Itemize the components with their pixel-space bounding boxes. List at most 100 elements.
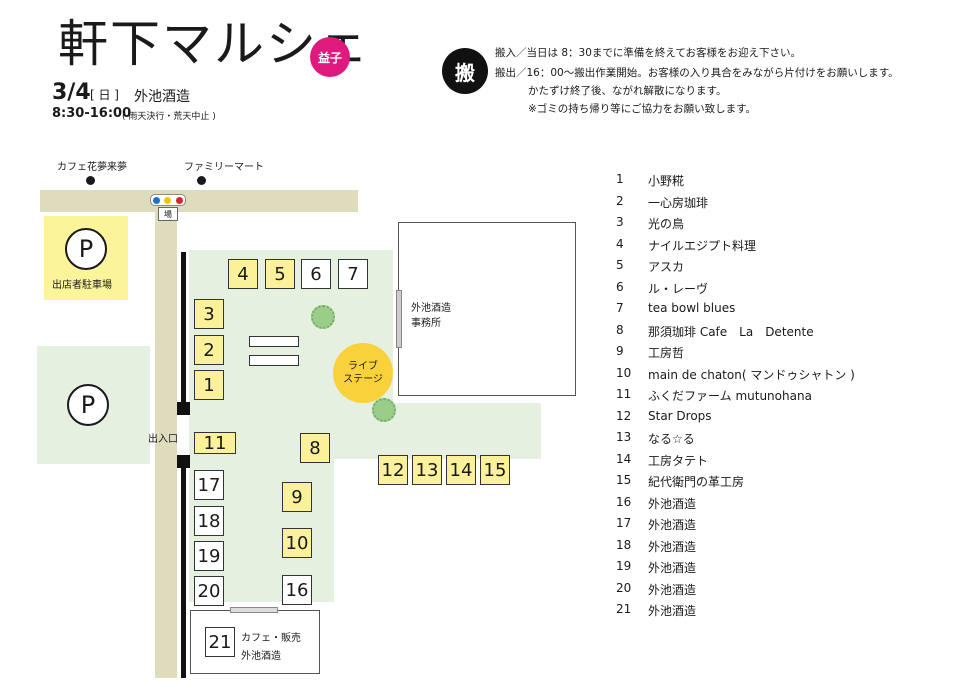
booth-9: 9: [282, 482, 312, 512]
vendor-number: 16: [616, 494, 632, 509]
traffic-signal-icon: [150, 194, 186, 206]
road-vertical: [155, 190, 177, 678]
signal-label: 場: [158, 207, 178, 221]
vendor-name: 外池酒造: [648, 561, 697, 575]
familymart-label: ファミリーマート: [184, 162, 264, 173]
booth-12: 12: [378, 455, 408, 485]
wall-upper: [181, 252, 186, 410]
stage-label-line2: ステージ: [343, 374, 383, 385]
exhibitor-parking-label: 出店者駐車場: [52, 280, 112, 291]
vendor-number: 3: [616, 215, 624, 229]
booth-2: 2: [194, 335, 224, 365]
cafe-building: 21 カフェ・販売 外池酒造: [190, 610, 320, 674]
stage-label-line1: ライブ: [348, 361, 378, 372]
vendor-number: 5: [616, 258, 624, 272]
booth-19: 19: [194, 541, 224, 571]
booth-1: 1: [194, 370, 224, 400]
booth-8: 8: [300, 433, 330, 463]
entrance-label: 出入口: [148, 434, 178, 445]
vendor-name: 外池酒造: [648, 518, 697, 532]
booth-21: 21: [205, 627, 235, 657]
vendor-number: 11: [616, 387, 632, 401]
event-time: 8:30-16:00: [52, 106, 132, 121]
event-time-note: ( 雨天決行・荒天中止 ): [122, 112, 216, 122]
notice-icon: 搬: [442, 48, 488, 94]
vendor-name: 那須珈琲 Cafe La Detente: [648, 324, 814, 339]
booth-14: 14: [446, 455, 476, 485]
vendor-number: 6: [616, 279, 624, 294]
booth-18: 18: [194, 506, 224, 536]
venue-green-annex: [393, 403, 541, 459]
vendor-number: 1: [616, 172, 624, 186]
parking-icon: P: [67, 384, 109, 426]
booth-11: 11: [194, 432, 236, 454]
booth-7: 7: [338, 259, 368, 289]
bench: [249, 336, 299, 347]
familymart-marker-icon: [197, 176, 206, 185]
event-date: 3/4: [52, 80, 91, 105]
vendor-number: 7: [616, 301, 624, 315]
vendor-name: 光の鳥: [648, 217, 685, 231]
vendor-name: 外池酒造: [648, 582, 697, 597]
cafe-label: カフェ花夢来夢: [57, 162, 127, 173]
booth-10: 10: [282, 528, 312, 558]
exhibitor-parking: P 出店者駐車場: [44, 216, 128, 300]
gate-post: [177, 402, 190, 415]
vendor-number: 4: [616, 236, 624, 251]
vendor-name: main de chaton( マンドゥシャトン ): [648, 367, 855, 382]
notice-line-1: 搬入／当日は 8：30までに準備を終えてお客様をお迎え下さい。: [495, 47, 802, 59]
vendor-number: 20: [616, 580, 632, 595]
vendor-number: 21: [616, 602, 632, 616]
vendor-name: なる☆る: [648, 432, 695, 446]
booth-5: 5: [265, 259, 295, 289]
booth-3: 3: [194, 299, 224, 329]
office-door: [396, 290, 402, 348]
vendor-number: 15: [616, 473, 632, 487]
booth-20: 20: [194, 576, 224, 606]
vendor-number: 18: [616, 537, 632, 552]
cafe-shop-label-2: 外池酒造: [241, 651, 281, 662]
vendor-name: ル・レーヴ: [648, 281, 709, 296]
notice-line-4: ※ゴミの持ち帰り等にご協力をお願い致します。: [528, 103, 757, 115]
notice-line-2: 搬出／16：00～搬出作業開始。お客様の入り具合をみながら片付けをお願いします。: [495, 67, 899, 79]
cafe-marker-icon: [86, 176, 95, 185]
parking-icon: P: [65, 228, 107, 270]
event-venue: 外池酒造: [134, 89, 190, 105]
vendor-name: ふくだファーム mutunohana: [648, 389, 812, 403]
vendor-name: ナイルエジプト料理: [648, 238, 757, 253]
tree-icon: [372, 398, 396, 422]
event-day: [ 日 ]: [90, 88, 119, 102]
live-stage: ライブ ステージ: [333, 343, 393, 403]
vendor-number: 17: [616, 516, 632, 530]
booth-6: 6: [301, 259, 331, 289]
vendor-name: 小野糀: [648, 174, 685, 188]
vendor-name: Star Drops: [648, 408, 712, 423]
vendor-name: アスカ: [648, 260, 685, 274]
booth-4: 4: [228, 259, 258, 289]
booth-16: 16: [282, 575, 312, 605]
vendor-name: 外池酒造: [648, 604, 697, 618]
cafe-door: [230, 607, 278, 613]
road-horizontal: [40, 190, 358, 212]
tree-icon: [311, 305, 335, 329]
booth-17: 17: [194, 470, 224, 500]
vendor-name: 外池酒造: [648, 539, 697, 554]
vendor-name: 一心房珈琲: [648, 195, 709, 210]
bench: [249, 355, 299, 366]
cafe-shop-label-1: カフェ・販売: [241, 633, 301, 644]
vendor-number: 19: [616, 559, 632, 573]
vendor-name: 工房哲: [648, 346, 685, 360]
vendor-number: 12: [616, 408, 632, 423]
office-building: 外池酒造 事務所: [398, 222, 576, 396]
vendor-number: 9: [616, 344, 624, 358]
booth-15: 15: [480, 455, 510, 485]
vendor-number: 14: [616, 451, 632, 466]
vendor-name: 工房タテト: [648, 453, 709, 468]
vendor-name: 紀代衛門の革工房: [648, 475, 745, 489]
vendor-name: 外池酒造: [648, 496, 697, 511]
gate-post: [177, 455, 190, 468]
vendor-name: tea bowl blues: [648, 301, 736, 315]
vendor-number: 8: [616, 322, 624, 337]
location-badge: 益子: [310, 37, 350, 77]
office-label: 外池酒造 事務所: [411, 303, 451, 329]
